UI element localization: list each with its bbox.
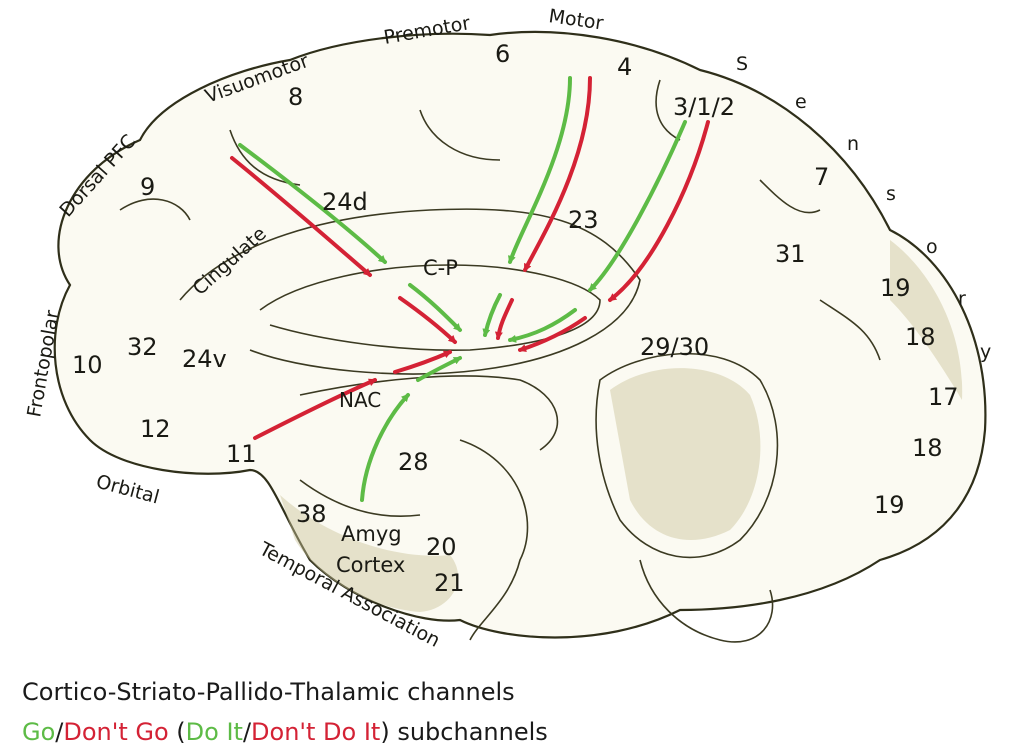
area-4: 4 [617,53,632,81]
legend-dont-go: Don't Go [63,718,169,746]
go-arrow-amyg-2 [416,356,462,382]
area-17: 17 [928,383,959,411]
brain-inner-structures [119,79,881,643]
area-24v: 24v [182,345,227,373]
legend-slash-2: / [242,718,252,746]
label-sensory-e: e [795,91,807,113]
area-21: 21 [434,569,465,597]
area-10: 10 [72,351,103,379]
dont-go-arrow-orbital [253,378,377,440]
area-28: 28 [398,448,429,476]
label-sensory-s2: s [886,183,896,205]
area-c-p: C-P [423,256,458,280]
go-arrow-sensory [588,120,687,292]
area-31: 31 [775,240,806,268]
area-18-lower: 18 [912,434,943,462]
label-sensory-s: S [736,53,748,75]
area-18-upper: 18 [905,323,936,351]
go-arrow-visuomotor-2 [408,283,462,332]
label-sensory-r: r [958,288,966,310]
caption-title: Cortico-Striato-Pallido-Thalamic channel… [22,678,515,706]
brain-outline [53,30,987,639]
dont-go-arrow-orbital-2 [393,350,452,374]
go-arrow-motor [507,76,572,264]
legend-paren-open: ( [168,718,186,746]
area-9: 9 [140,173,155,201]
dont-go-arrow-visuomotor [230,156,372,277]
area-19-lower: 19 [874,491,905,519]
area-38: 38 [296,500,327,528]
go-channels [238,76,687,502]
go-arrow-amyg [360,393,410,502]
area-8: 8 [288,83,303,111]
brain-shading [280,240,963,612]
dont-go-channels [230,76,710,440]
area-23: 23 [568,206,599,234]
area-11: 11 [226,440,257,468]
area-12: 12 [140,415,171,443]
legend-dont-do-it: Don't Do It [251,718,381,746]
area-29-30: 29/30 [640,333,709,361]
legend-do-it: Do It [185,718,243,746]
area-19-upper: 19 [880,274,911,302]
legend-tail: ) subchannels [380,718,548,746]
area-amyg: Amyg [341,522,402,546]
go-arrow-motor-2 [482,293,502,337]
area-24d: 24d [322,188,368,216]
go-arrow-sensory-2 [508,308,577,343]
dont-go-arrow-sensory [608,120,710,302]
label-sensory-o: o [926,236,938,258]
caption-legend: Go/Don't Go (Do It/Don't Do It) subchann… [22,718,548,746]
legend-go: Go [22,718,56,746]
dont-go-arrow-motor-2 [494,298,514,340]
area-labels: 8 6 4 3/1/2 9 24d 23 7 31 C-P 19 18 10 3… [72,40,959,597]
area-20: 20 [426,533,457,561]
label-sensory-y: y [980,341,991,363]
area-3-1-2: 3/1/2 [673,93,735,121]
area-nac: NAC [339,388,381,412]
area-6: 6 [495,40,510,68]
go-arrow-visuomotor [238,143,387,264]
label-sensory-n: n [847,133,859,155]
dont-go-arrow-motor [523,76,592,272]
area-cortex: Cortex [336,553,405,577]
area-7: 7 [814,163,829,191]
label-orbital: Orbital [94,471,162,509]
dont-go-arrow-visuomotor-2 [398,296,457,344]
area-32: 32 [127,333,158,361]
legend-slash-1: / [55,718,64,746]
label-motor: Motor [547,5,605,34]
dont-go-arrow-sensory-2 [518,316,587,352]
